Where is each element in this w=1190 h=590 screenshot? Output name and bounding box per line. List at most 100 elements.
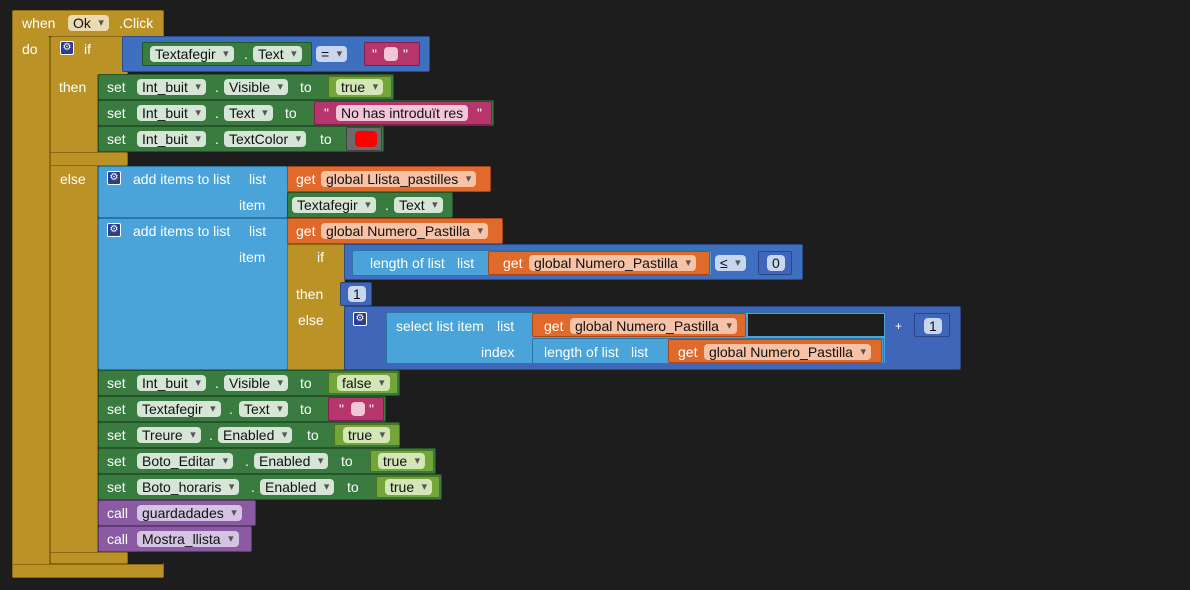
component-dropdown[interactable]: Textafegir (137, 401, 221, 417)
dot-label: . (215, 131, 219, 147)
variable-dropdown[interactable]: global Numero_Pastilla (570, 318, 737, 334)
boolean-dropdown[interactable]: true (378, 453, 426, 469)
to-label: to (320, 131, 332, 147)
event-name-label: .Click (119, 15, 154, 31)
item-label: item (239, 249, 266, 265)
component-dropdown-textafegir[interactable]: Textafegir (150, 46, 234, 62)
then-label: then (59, 79, 87, 95)
property-dropdown[interactable]: Enabled (254, 453, 329, 469)
property-dropdown[interactable]: TextColor (224, 131, 307, 147)
boolean-dropdown[interactable]: true (336, 79, 384, 95)
number-field[interactable]: 1 (348, 286, 366, 302)
component-dropdown[interactable]: Int_buit (137, 131, 206, 147)
quote-left: " (372, 46, 377, 62)
quote-right: " (477, 105, 482, 121)
length-label: length of list (370, 255, 445, 271)
index-label: index (481, 344, 515, 360)
procedure-dropdown[interactable]: guardadades (137, 505, 242, 521)
variable-dropdown[interactable]: global Numero_Pastilla (321, 223, 488, 239)
list-label: list (249, 223, 267, 239)
if-block-mid-bar (50, 152, 128, 166)
dot-label: . (251, 479, 255, 495)
call-label: call (107, 531, 129, 547)
inline-if-block[interactable] (287, 244, 345, 370)
component-dropdown[interactable]: Treure (137, 427, 201, 443)
component-dropdown[interactable]: Textafegir (292, 197, 376, 213)
component-dropdown[interactable]: Int_buit (137, 375, 206, 391)
add-items-label: add items to list (133, 223, 231, 239)
property-dropdown[interactable]: Enabled (260, 479, 335, 495)
if-block-bottom-bar (50, 552, 128, 564)
list-label: list (631, 344, 649, 360)
property-dropdown[interactable]: Enabled (218, 427, 293, 443)
get-label: get (544, 318, 564, 334)
boolean-dropdown[interactable]: false (337, 375, 390, 391)
add-items-to-list-block[interactable] (98, 166, 288, 218)
call-label: call (107, 505, 129, 521)
mutator-gear-icon[interactable]: ⚙ (107, 223, 121, 237)
empty-text-field[interactable] (384, 47, 398, 61)
if-label: if (317, 249, 324, 265)
list-label: list (497, 318, 515, 334)
else-label: else (60, 171, 86, 187)
empty-text-field[interactable] (351, 402, 365, 416)
to-label: to (300, 401, 312, 417)
property-dropdown[interactable]: Text (394, 197, 443, 213)
variable-dropdown[interactable]: global Numero_Pastilla (704, 344, 871, 360)
dot-label: . (215, 375, 219, 391)
compare-op-dropdown[interactable]: ≤ (715, 255, 746, 271)
do-label: do (22, 41, 38, 57)
property-dropdown[interactable]: Text (224, 105, 273, 121)
if-label: if (84, 41, 91, 57)
add-items-to-list-block[interactable] (98, 218, 288, 370)
quote-left: " (324, 105, 329, 121)
dot-label: . (215, 105, 219, 121)
number-field[interactable]: 1 (924, 318, 942, 334)
if-block-spine (50, 74, 98, 558)
set-label: set (107, 131, 126, 147)
boolean-dropdown[interactable]: true (385, 479, 433, 495)
to-label: to (341, 453, 353, 469)
set-label: set (107, 105, 126, 121)
add-items-label: add items to list (133, 171, 231, 187)
number-field[interactable]: 0 (767, 255, 785, 271)
property-dropdown-text[interactable]: Text (253, 46, 302, 62)
when-label: when (22, 15, 56, 31)
get-label: get (503, 255, 523, 271)
event-do-spine (12, 36, 50, 566)
length-label: length of list (544, 344, 619, 360)
variable-dropdown[interactable]: global Numero_Pastilla (529, 255, 696, 271)
text-literal-field[interactable]: No has introduït res (336, 105, 469, 121)
boolean-dropdown[interactable]: true (343, 427, 391, 443)
mutator-gear-icon[interactable]: ⚙ (60, 41, 74, 55)
color-swatch-red[interactable] (355, 131, 377, 147)
list-label: list (457, 255, 475, 271)
empty-socket (748, 314, 884, 336)
then-label: then (296, 286, 324, 302)
to-label: to (300, 79, 312, 95)
property-dropdown[interactable]: Visible (224, 79, 288, 95)
dot-label: . (215, 79, 219, 95)
compare-op-dropdown[interactable]: = (316, 46, 348, 62)
quote-left: " (339, 401, 344, 417)
component-dropdown[interactable]: Boto_Editar (137, 453, 234, 469)
property-dropdown[interactable]: Visible (224, 375, 288, 391)
component-dropdown[interactable]: Boto_horaris (137, 479, 240, 495)
property-dropdown[interactable]: Text (239, 401, 288, 417)
quote-right: " (369, 401, 374, 417)
quote-right: " (403, 46, 408, 62)
component-dropdown[interactable]: Int_buit (137, 105, 206, 121)
to-label: to (307, 427, 319, 443)
mutator-gear-icon[interactable]: ⚙ (353, 312, 367, 326)
dot-label: . (229, 401, 233, 417)
set-label: set (107, 479, 126, 495)
component-dropdown-ok[interactable]: Ok (68, 15, 109, 31)
dot-label: . (245, 453, 249, 469)
dot-label: . (385, 197, 389, 213)
component-dropdown[interactable]: Int_buit (137, 79, 206, 95)
procedure-dropdown[interactable]: Mostra_llista (137, 531, 239, 547)
event-bottom-bar (12, 564, 164, 578)
get-label: get (296, 171, 316, 187)
mutator-gear-icon[interactable]: ⚙ (107, 171, 121, 185)
variable-dropdown[interactable]: global Llista_pastilles (321, 171, 477, 187)
